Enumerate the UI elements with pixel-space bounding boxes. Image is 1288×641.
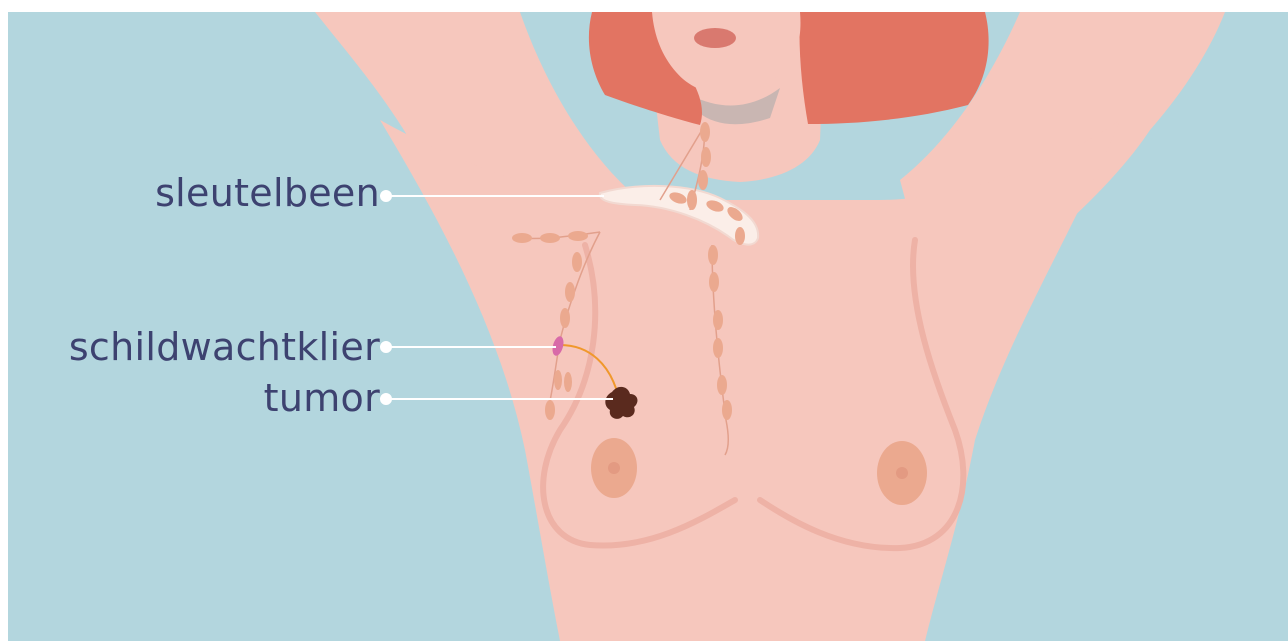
tumor-label: tumor bbox=[264, 379, 380, 417]
left-nipple bbox=[608, 462, 620, 474]
lips bbox=[694, 28, 736, 48]
clavicle-label: sleutelbeen bbox=[155, 174, 380, 212]
sentinel-node-label: schildwachtklier bbox=[69, 328, 380, 366]
right-nipple bbox=[896, 467, 908, 479]
